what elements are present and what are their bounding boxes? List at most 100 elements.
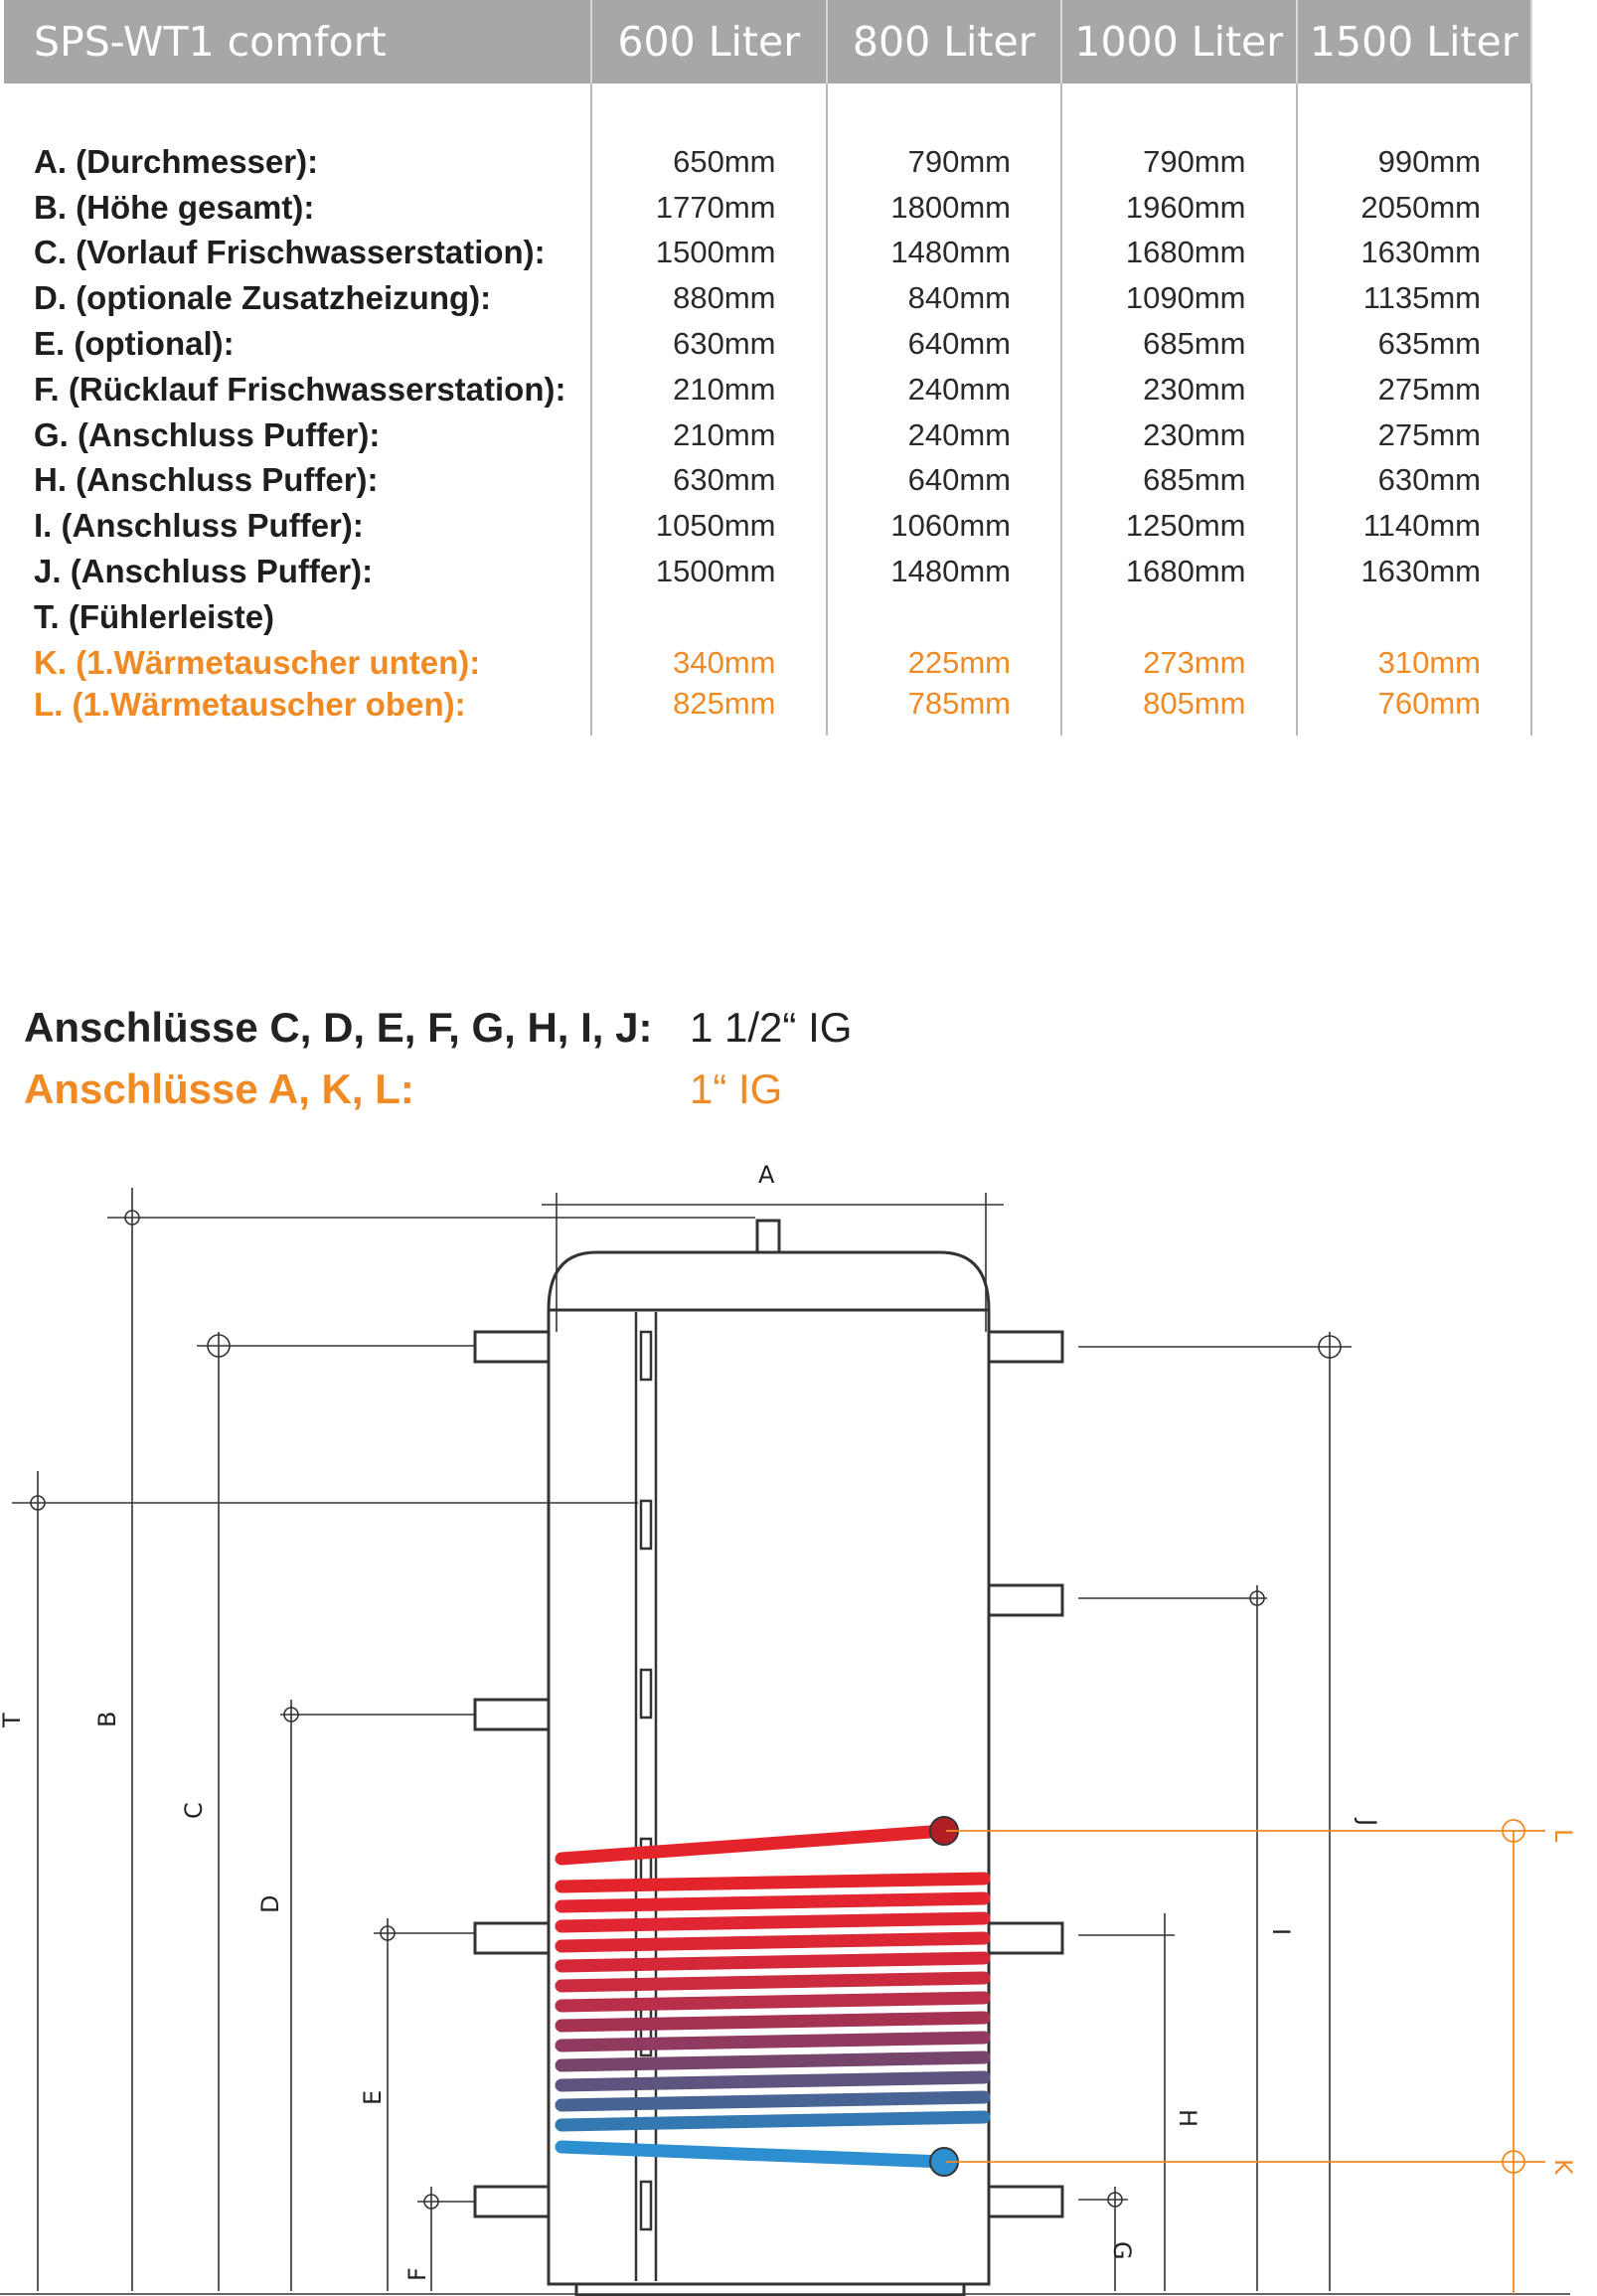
- row-value: 990mm: [1296, 139, 1532, 185]
- row-value: 210mm: [591, 411, 828, 458]
- row-value: [1061, 593, 1298, 640]
- row-value: 1630mm: [1296, 230, 1532, 276]
- row-value: 1060mm: [826, 503, 1062, 550]
- heat-exchanger-coil: [555, 1816, 991, 2177]
- row-value: 240mm: [826, 366, 1062, 412]
- dim-label-i: I: [1267, 1928, 1295, 1935]
- connection-stubs: [473, 1330, 1064, 2218]
- connections-label: Anschlüsse C, D, E, F, G, H, I, J:: [24, 1004, 653, 1051]
- row-value: 1500mm: [591, 230, 828, 276]
- row-value: 630mm: [1296, 457, 1532, 504]
- row-value: 340mm: [591, 639, 828, 686]
- row-value: 1800mm: [826, 184, 1062, 231]
- row-value: 1500mm: [591, 549, 828, 594]
- dimension-lines: [0, 1188, 1570, 2295]
- table-row: I. (Anschluss Puffer): 1050mm 1060mm 125…: [4, 503, 1532, 550]
- dim-label-k: K: [1549, 2159, 1577, 2176]
- column-header: 1500 Liter: [1296, 0, 1532, 83]
- row-label: T. (Fühlerleiste): [4, 593, 592, 640]
- column-header: 800 Liter: [826, 0, 1062, 83]
- connections-value: 1 1/2“ IG: [690, 1004, 853, 1051]
- row-value: [826, 593, 1062, 640]
- column-header: 1000 Liter: [1061, 0, 1298, 83]
- table-body: A. (Durchmesser): 650mm 790mm 790mm 990m…: [4, 83, 1532, 736]
- table-row: C. (Vorlauf Frischwasserstation): 1500mm…: [4, 230, 1532, 276]
- dim-label-e: E: [359, 2090, 387, 2105]
- heat-exchanger-dimensions: [946, 1819, 1545, 2294]
- row-value: 1050mm: [591, 503, 828, 550]
- row-value: 640mm: [826, 457, 1062, 504]
- row-value: 275mm: [1296, 366, 1532, 412]
- row-value: 1960mm: [1061, 184, 1298, 231]
- row-value: [1296, 593, 1532, 640]
- row-value: 635mm: [1296, 321, 1532, 367]
- connections-label: Anschlüsse A, K, L:: [24, 1066, 414, 1112]
- row-value: 2050mm: [1296, 184, 1532, 231]
- row-value: 790mm: [826, 139, 1062, 185]
- row-value: 630mm: [591, 321, 828, 367]
- table-row: T. (Fühlerleiste): [4, 593, 1532, 640]
- row-value: 685mm: [1061, 321, 1298, 367]
- table-spacer-row: [4, 83, 1532, 139]
- row-label: L. (1.Wärmetauscher oben):: [4, 685, 592, 736]
- row-value: 1680mm: [1061, 230, 1298, 276]
- table-row: F. (Rücklauf Frischwasserstation): 210mm…: [4, 366, 1532, 412]
- table-row: H. (Anschluss Puffer): 630mm 640mm 685mm…: [4, 457, 1532, 504]
- row-label: B. (Höhe gesamt):: [4, 184, 592, 231]
- row-value: 805mm: [1061, 685, 1298, 736]
- row-value: 785mm: [826, 685, 1062, 736]
- table-row: D. (optionale Zusatzheizung): 880mm 840m…: [4, 275, 1532, 322]
- dim-label-l: L: [1549, 1829, 1577, 1843]
- row-value: 630mm: [591, 457, 828, 504]
- dim-label-j: J: [1354, 1817, 1381, 1826]
- row-label: D. (optionale Zusatzheizung):: [4, 275, 592, 322]
- dim-label-f: F: [403, 2267, 431, 2281]
- row-value: 880mm: [591, 275, 828, 322]
- row-value: 1480mm: [826, 230, 1062, 276]
- tank-diagram: A B C D E F T G H I J L K: [0, 1161, 1577, 2296]
- row-value: 1090mm: [1061, 275, 1298, 322]
- row-value: 240mm: [826, 411, 1062, 458]
- row-value: 230mm: [1061, 366, 1298, 412]
- dim-label-b: B: [93, 1712, 121, 1727]
- dim-label-a: A: [758, 1161, 775, 1189]
- row-value: 840mm: [826, 275, 1062, 322]
- connections-value: 1“ IG: [690, 1066, 783, 1112]
- row-label: A. (Durchmesser):: [4, 139, 592, 185]
- row-label: H. (Anschluss Puffer):: [4, 457, 592, 504]
- row-value: 210mm: [591, 366, 828, 412]
- row-label: I. (Anschluss Puffer):: [4, 503, 592, 550]
- row-value: 1140mm: [1296, 503, 1532, 550]
- table-row: B. (Höhe gesamt): 1770mm 1800mm 1960mm 2…: [4, 184, 1532, 231]
- column-header: 600 Liter: [591, 0, 828, 83]
- row-label: J. (Anschluss Puffer):: [4, 549, 592, 594]
- tank-body: [547, 1219, 991, 2296]
- row-value: 1480mm: [826, 549, 1062, 594]
- row-value: 230mm: [1061, 411, 1298, 458]
- row-value: 275mm: [1296, 411, 1532, 458]
- row-value: [591, 593, 828, 640]
- row-value: 225mm: [826, 639, 1062, 686]
- row-value: 1135mm: [1296, 275, 1532, 322]
- row-value: 760mm: [1296, 685, 1532, 736]
- row-value: 685mm: [1061, 457, 1298, 504]
- spec-table: SPS-WT1 comfort 600 Liter 800 Liter 1000…: [4, 0, 1532, 736]
- row-label: C. (Vorlauf Frischwasserstation):: [4, 230, 592, 276]
- row-label: G. (Anschluss Puffer):: [4, 411, 592, 458]
- row-value: 1680mm: [1061, 549, 1298, 594]
- dim-label-c: C: [180, 1802, 208, 1819]
- table-row-heat-exchanger: K. (1.Wärmetauscher unten): 340mm 225mm …: [4, 639, 1532, 686]
- row-value: 1630mm: [1296, 549, 1532, 594]
- row-label: K. (1.Wärmetauscher unten):: [4, 639, 592, 686]
- row-value: 640mm: [826, 321, 1062, 367]
- product-title: SPS-WT1 comfort: [4, 0, 592, 83]
- dim-label-h: H: [1174, 2109, 1201, 2127]
- row-value: 310mm: [1296, 639, 1532, 686]
- row-value: 1250mm: [1061, 503, 1298, 550]
- dim-label-d: D: [256, 1895, 284, 1913]
- row-value: 790mm: [1061, 139, 1298, 185]
- row-value: 1770mm: [591, 184, 828, 231]
- table-row: E. (optional): 630mm 640mm 685mm 635mm: [4, 321, 1532, 367]
- table-row-heat-exchanger: L. (1.Wärmetauscher oben): 825mm 785mm 8…: [4, 685, 1532, 736]
- row-value: 650mm: [591, 139, 828, 185]
